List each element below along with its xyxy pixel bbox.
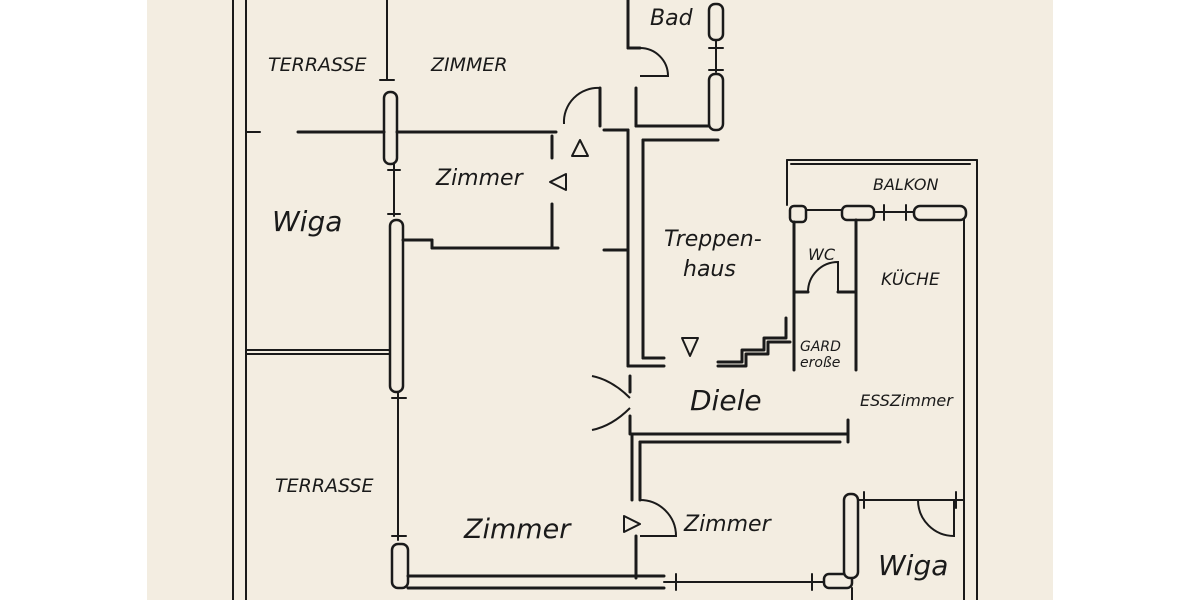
walls-top-left <box>245 0 558 394</box>
direction-markers <box>549 139 699 533</box>
label-gard-1: GARD <box>800 339 841 355</box>
label-zimmer-top: ZIMMER <box>430 54 508 76</box>
label-zimmer-bottom-right: Zimmer <box>683 512 773 537</box>
label-wiga-right: Wiga <box>878 549 948 582</box>
label-terrasse-bottom: TERRASSE <box>275 475 373 497</box>
label-gard-2: eroße <box>800 355 840 371</box>
walls-bottom-rooms <box>390 391 965 600</box>
label-balkon: BALKON <box>873 175 938 194</box>
label-kueche: KÜCHE <box>881 268 940 290</box>
label-treppenhaus-1: Treppen- <box>664 227 762 252</box>
label-treppenhaus-2: haus <box>683 257 736 282</box>
label-esszimmer: ESSZimmer <box>860 391 954 410</box>
walls-bad <box>562 0 725 132</box>
outer-walls <box>232 0 978 600</box>
label-wc: WC <box>808 245 836 264</box>
label-zimmer-bottom-left: Zimmer <box>463 514 572 545</box>
label-zimmer-small: Zimmer <box>435 166 525 191</box>
label-bad: Bad <box>650 6 694 31</box>
entrance-door <box>591 374 632 436</box>
label-terrasse-top: TERRASSE <box>268 54 366 76</box>
walls-small-room <box>401 134 560 250</box>
walls-stairwell <box>602 128 792 368</box>
walls-service <box>786 159 978 372</box>
label-wiga-left: Wiga <box>272 205 342 238</box>
label-diele: Diele <box>690 384 762 417</box>
